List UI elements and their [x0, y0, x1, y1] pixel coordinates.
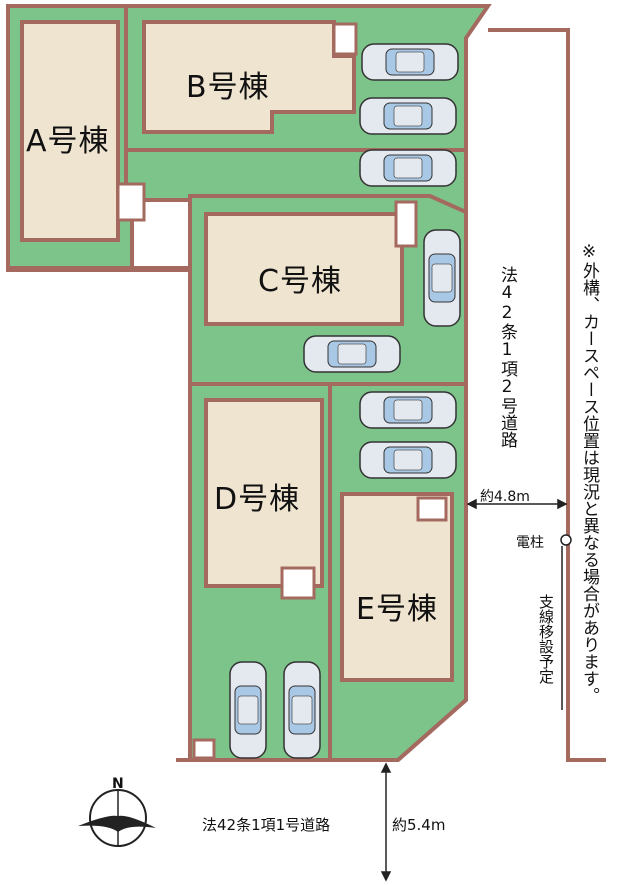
front-width-label: 約5.4m — [392, 816, 446, 834]
side-width-arrow-right — [557, 498, 568, 510]
utility-pole-label: 電柱 — [516, 535, 544, 551]
building-e-label: E号棟 — [356, 592, 438, 627]
meter-box — [192, 738, 216, 760]
porch-b — [332, 22, 358, 56]
car-7 — [359, 441, 457, 479]
building-c — [204, 212, 404, 326]
car-spaces — [229, 43, 461, 759]
building-a-label: A号棟 — [26, 124, 110, 159]
disclaimer-note: ※外構、カースペース位置は現況と異なる場合があります。 — [579, 242, 599, 704]
porch-a — [116, 182, 146, 222]
utility-pole-marker — [560, 534, 572, 546]
side-width-label: 約4.8m — [480, 489, 530, 505]
building-a — [20, 20, 120, 242]
relocation-note: 支線移設予定 — [537, 594, 555, 684]
car-4 — [423, 229, 461, 327]
car-1 — [361, 43, 459, 81]
building-d-label: D号棟 — [214, 482, 301, 517]
porch-e — [416, 496, 448, 522]
building-b-label: B号棟 — [186, 70, 270, 105]
front-width-arrow-bottom — [380, 871, 392, 882]
car-9 — [283, 661, 321, 759]
car-3 — [359, 149, 457, 187]
dimension-lines — [380, 498, 568, 882]
building-d — [204, 398, 324, 588]
side-road-label: 法42条1項2号道路 — [497, 266, 517, 448]
porch-c — [394, 200, 418, 248]
car-2 — [359, 97, 457, 135]
side-width-arrow-left — [466, 498, 477, 510]
building-e — [340, 492, 454, 682]
car-5 — [303, 335, 401, 373]
car-6 — [359, 391, 457, 429]
front-width-arrow-top — [380, 762, 392, 773]
building-c-label: C号棟 — [258, 264, 342, 299]
north-compass — [78, 789, 156, 847]
compass-north-letter: N — [112, 776, 124, 792]
porch-d — [280, 566, 316, 600]
car-8 — [229, 661, 267, 759]
road-boundaries — [176, 28, 606, 762]
front-road-label: 法42条1項1号道路 — [202, 816, 331, 834]
